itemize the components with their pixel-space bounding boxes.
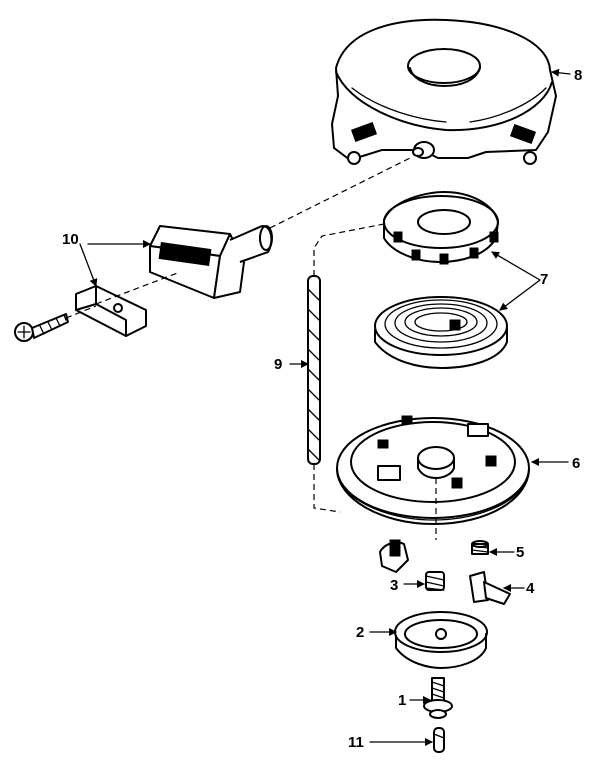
callout-8: 8	[574, 67, 582, 84]
callout-6: 6	[572, 455, 580, 472]
callout-3: 3	[390, 577, 398, 594]
callout-leaders	[79, 68, 571, 746]
callout-1: 1	[398, 692, 406, 709]
callout-10: 10	[62, 231, 79, 248]
part-8-starter-housing	[331, 18, 557, 165]
callout-5: 5	[516, 544, 524, 561]
part-9-starter-rope	[307, 275, 321, 465]
callout-2: 2	[356, 624, 364, 641]
part-7-rewind-spring-assembly	[374, 191, 508, 369]
callout-7: 7	[540, 271, 548, 288]
brake-hub-part	[379, 539, 409, 573]
callout-11: 11	[348, 734, 364, 751]
assembly-guide-lines	[65, 157, 437, 540]
part-4-pawl	[469, 571, 511, 605]
callout-4: 4	[526, 580, 535, 597]
part-5-spring	[471, 540, 489, 555]
part-6-rope-pulley	[336, 415, 530, 525]
part-3-spring	[425, 571, 445, 591]
part-10-starter-handle	[14, 225, 273, 342]
part-2-retainer	[394, 611, 488, 669]
part-1-screw	[423, 677, 453, 719]
part-11-pin	[433, 727, 445, 753]
callout-9: 9	[274, 356, 282, 373]
